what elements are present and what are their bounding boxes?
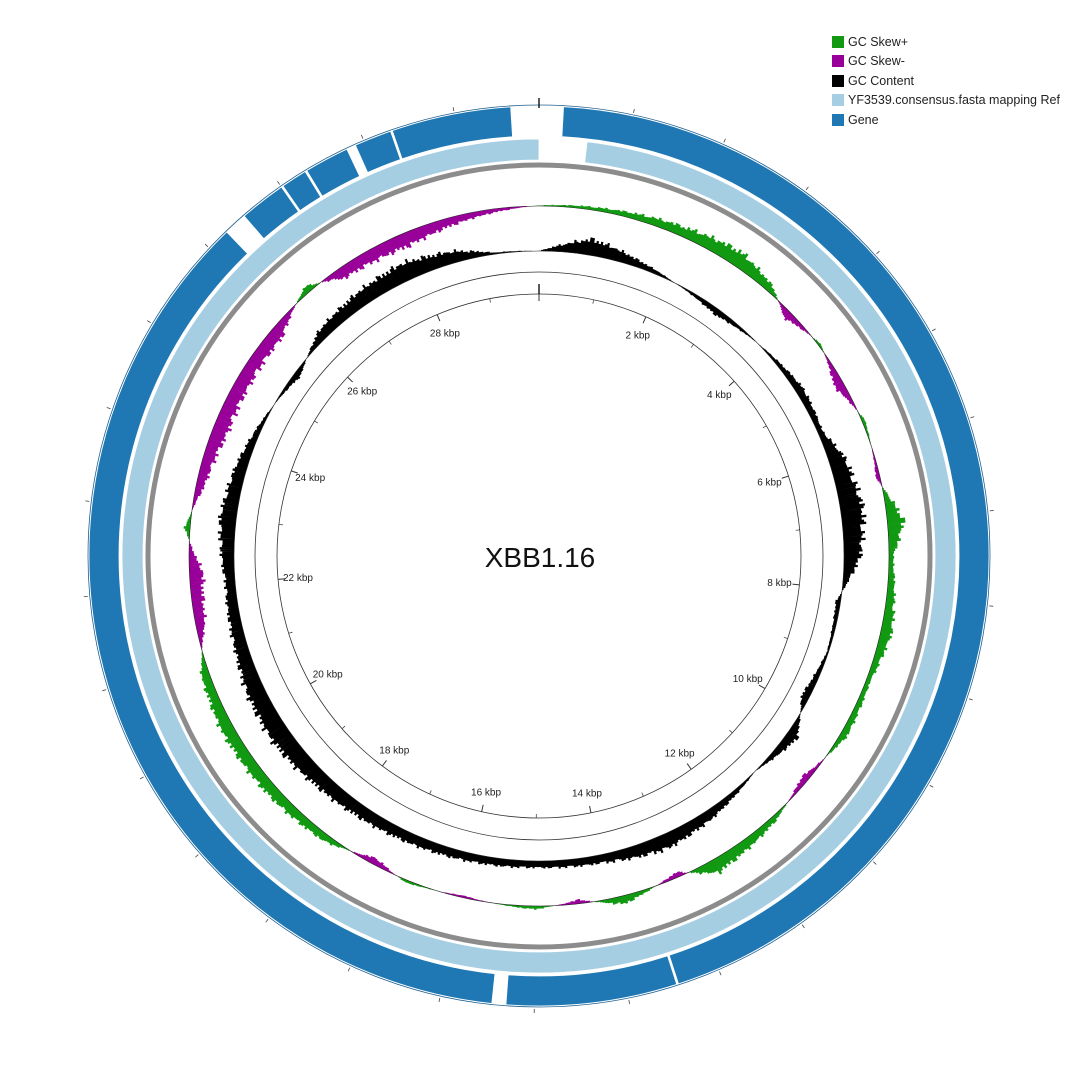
legend-swatch-gc-content (832, 74, 844, 87)
scale-tick-label: 4 kbp (707, 390, 732, 401)
outer-tick (347, 967, 351, 972)
outer-tick (265, 918, 269, 923)
scale-tick (481, 804, 484, 812)
scale-tick (728, 380, 735, 387)
outer-tick (438, 997, 441, 1003)
scale-tick-label: 8 kbp (767, 578, 792, 589)
outer-tick (719, 971, 722, 976)
legend-swatch-mapping (832, 94, 844, 107)
scale-tick (436, 314, 441, 322)
legend-swatch-gc-skew-pos (832, 35, 844, 48)
gene-segment (282, 170, 322, 212)
legend-item-mapping[interactable]: YF3539.consensus.fasta mapping Ref (832, 91, 1060, 111)
scale-tick-label: 6 kbp (757, 478, 782, 489)
gene-segment (88, 231, 496, 1004)
outer-tick (876, 250, 880, 255)
scale-tick-label: 14 kbp (572, 789, 602, 800)
outer-tick (805, 186, 809, 191)
legend-label: GC Skew- (848, 54, 905, 69)
scale-tick (341, 725, 346, 729)
legend-label: GC Content (848, 73, 915, 88)
scale-tick (288, 631, 293, 634)
scale-tick-label: 26 kbp (347, 386, 377, 397)
outer-tick (801, 924, 805, 929)
scale-tick (729, 729, 733, 734)
scale-tick-label: 2 kbp (626, 331, 651, 342)
outer-tick (970, 416, 975, 419)
scale-tick (762, 425, 767, 429)
legend: GC Skew+ GC Skew- GC Content YF3539.cons… (832, 32, 1060, 130)
scale-tick-label: 16 kbp (471, 788, 501, 799)
scale-tick (388, 340, 392, 345)
outer-tick (106, 407, 111, 410)
outer-tick (277, 181, 281, 185)
scale-tick (592, 299, 594, 304)
outer-tick (360, 134, 364, 139)
outer-tick (633, 108, 635, 114)
scale-tick (686, 763, 692, 770)
outer-tick (628, 999, 631, 1005)
scale-tick-label: 10 kbp (733, 674, 763, 685)
gene-segment (243, 186, 300, 240)
outer-tick (147, 320, 151, 324)
gene-segment (306, 148, 361, 197)
outer-tick (195, 854, 199, 858)
gc-skew-baseline (188, 205, 890, 907)
outer-tick (929, 784, 934, 788)
scale-tick (589, 805, 592, 813)
scale-tick (314, 420, 319, 424)
legend-label: Gene (848, 112, 879, 127)
outer-tick (931, 328, 936, 332)
backbone-ring (145, 162, 933, 950)
scale-tick (792, 583, 800, 586)
legend-swatch-gene (832, 113, 844, 126)
outer-tick (452, 107, 455, 112)
outer-tick (139, 776, 144, 780)
scale-tick (310, 679, 317, 685)
scale-tick-label: 22 kbp (283, 573, 313, 584)
scale-tick (277, 578, 286, 580)
gene-segment (561, 106, 990, 985)
scale-tick (347, 376, 353, 383)
legend-label: GC Skew+ (848, 34, 909, 49)
legend-item-gc-skew-neg[interactable]: GC Skew- (832, 52, 1060, 72)
scale-tick (690, 344, 694, 348)
scale-tick-label: 20 kbp (313, 670, 343, 681)
scale-tick-label: 12 kbp (665, 748, 695, 759)
legend-item-gene[interactable]: Gene (832, 110, 1060, 130)
outer-tick (968, 698, 973, 701)
gene-segment (505, 955, 678, 1007)
outer-tick (204, 243, 209, 248)
scale-tick (381, 760, 387, 767)
mapping-segment (121, 138, 957, 974)
legend-swatch-gc-skew-neg (832, 55, 844, 68)
legend-item-gc-skew-pos[interactable]: GC Skew+ (832, 32, 1060, 52)
scale-tick-label: 18 kbp (379, 745, 409, 756)
scale-tick-label: 24 kbp (295, 473, 325, 484)
outer-tick (102, 689, 107, 692)
scale-tick (429, 790, 432, 795)
scale-tick (641, 792, 644, 797)
legend-label: YF3539.consensus.fasta mapping Ref (848, 93, 1060, 108)
scale-tick (758, 684, 766, 690)
scale-tick (489, 298, 491, 303)
outer-tick (873, 861, 877, 865)
outer-tick (723, 138, 726, 143)
genome-title: XBB1.16 (484, 542, 596, 573)
legend-item-gc-content[interactable]: GC Content (832, 71, 1060, 91)
gene-segment (391, 106, 513, 160)
gene-segment (354, 130, 401, 174)
scale-tick-label: 28 kbp (430, 329, 460, 340)
scale-tick (642, 316, 647, 324)
gc-content-baseline (233, 250, 845, 862)
inner-circle-outer (254, 271, 824, 841)
scale-tick (783, 636, 788, 639)
scale-tick (781, 475, 789, 479)
scale-tick (291, 470, 299, 474)
